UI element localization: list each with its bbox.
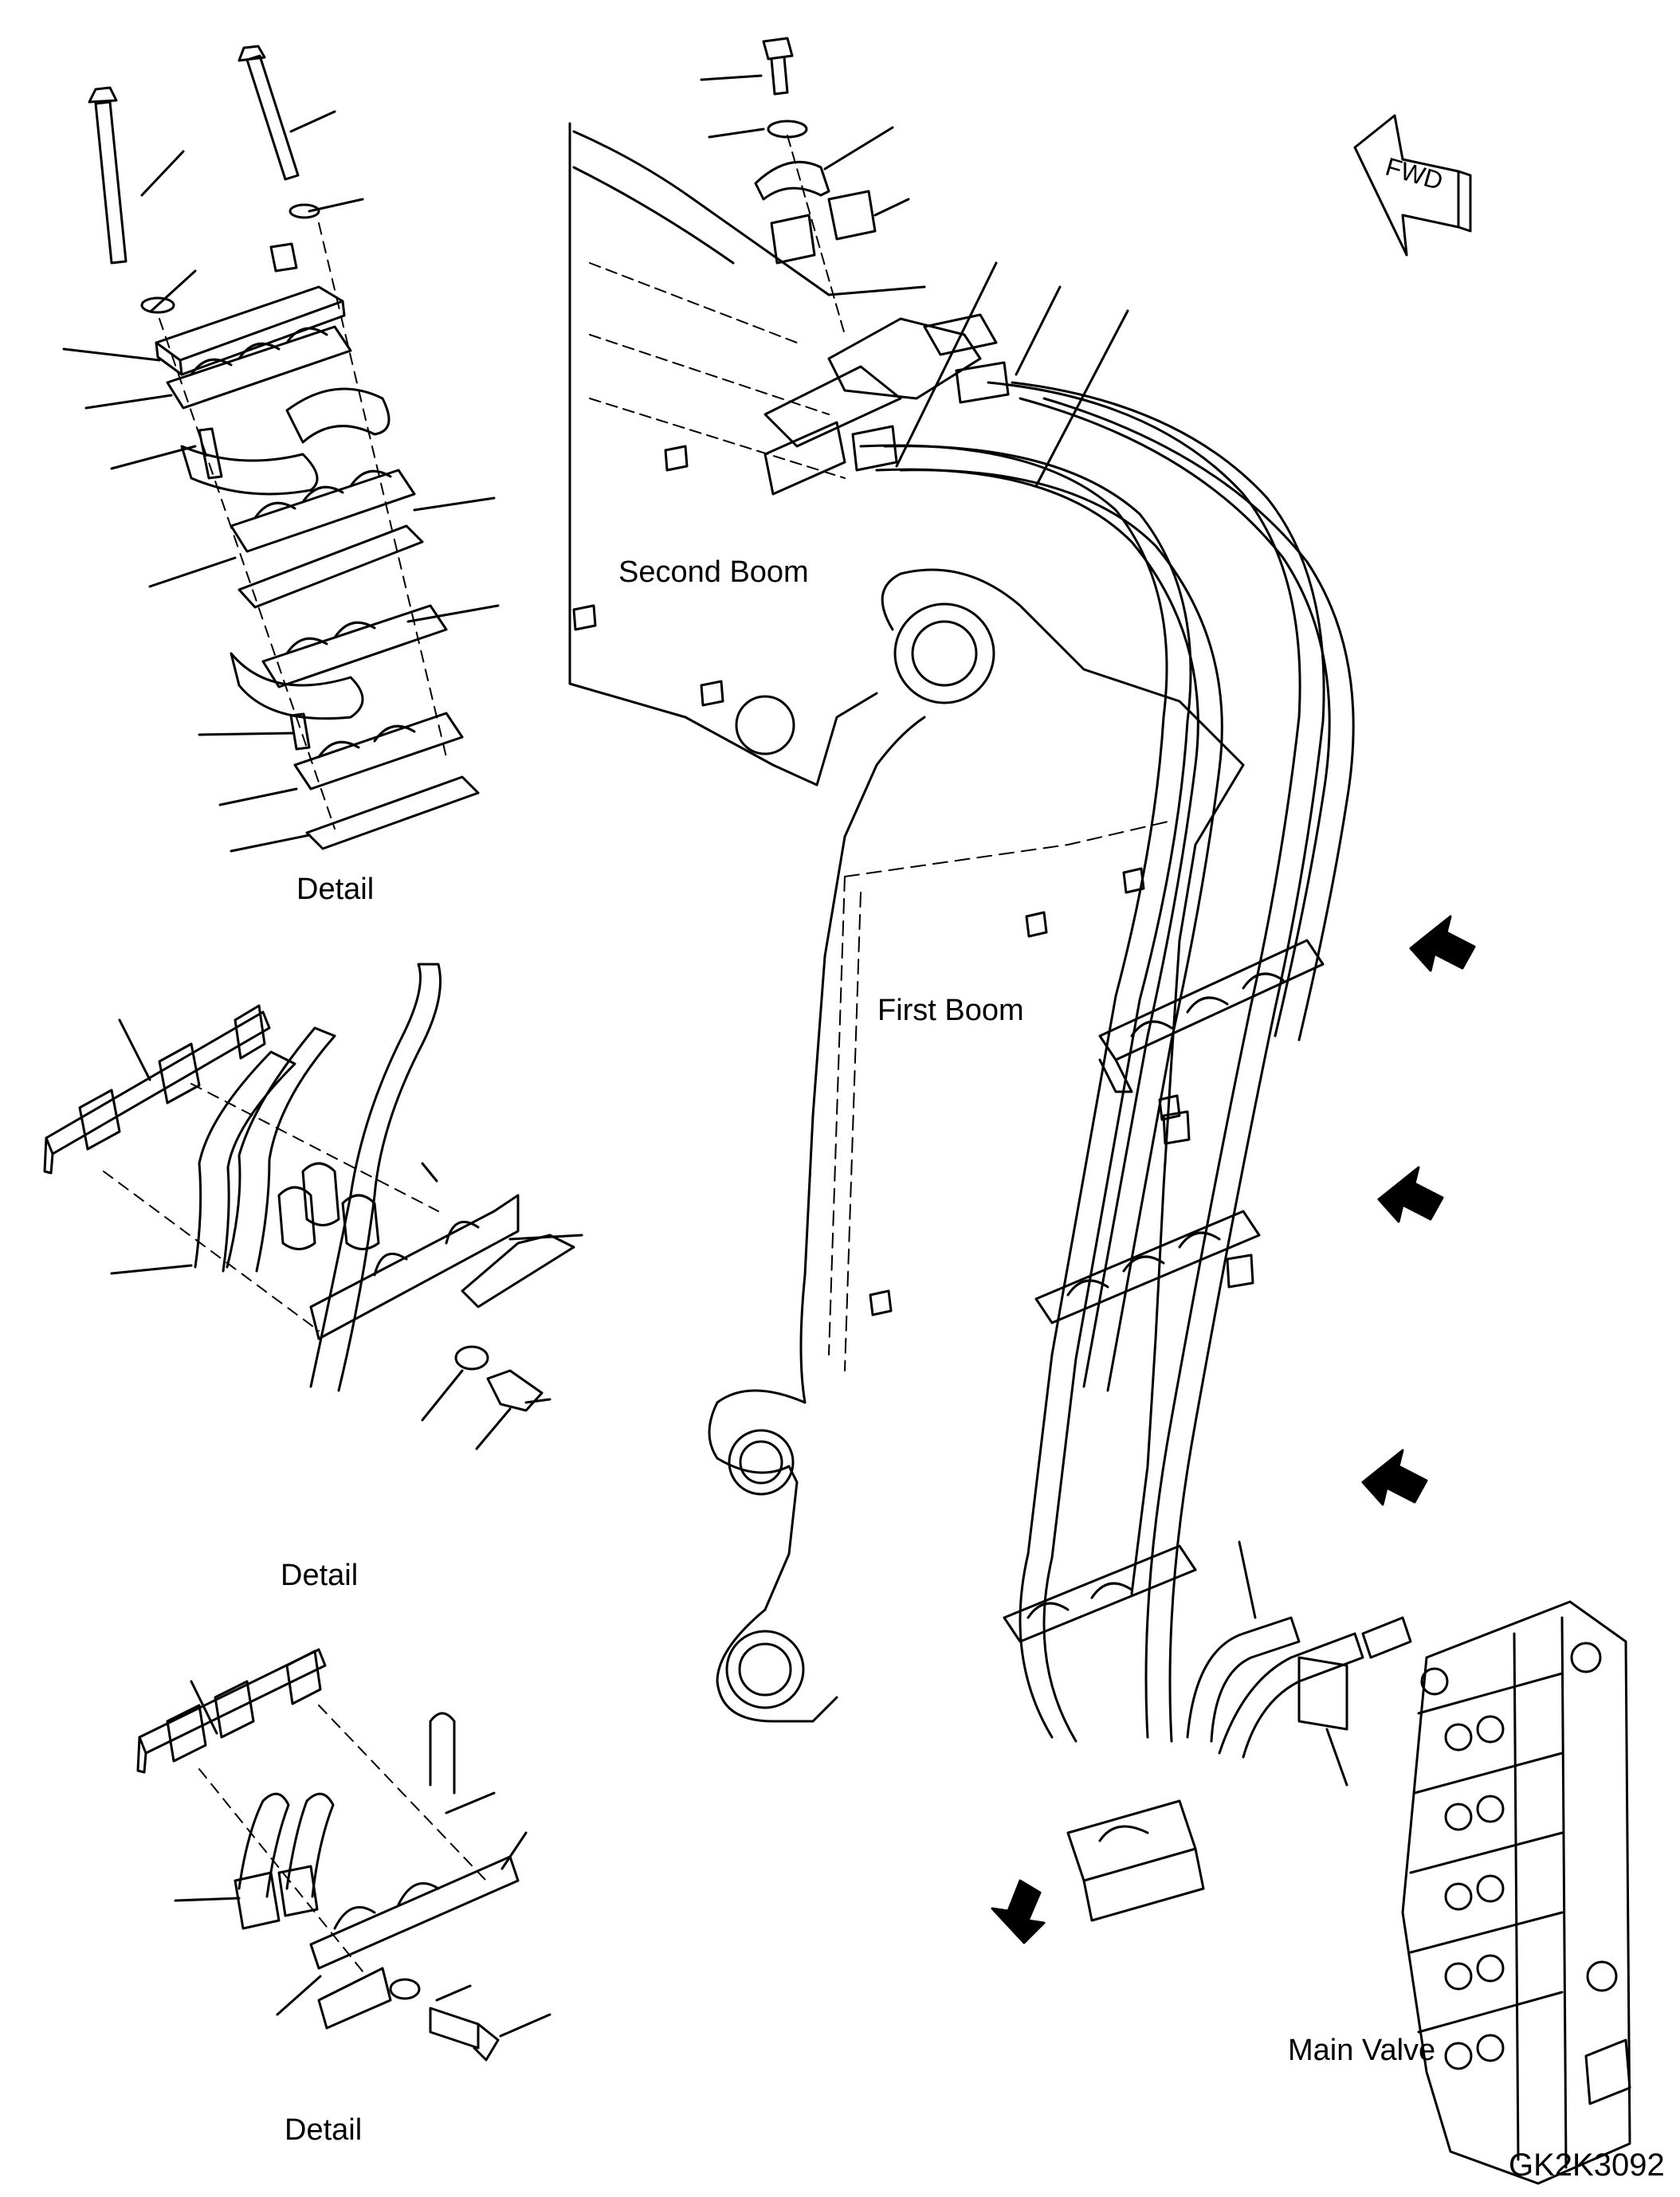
main-valve: [1186, 1540, 1631, 2185]
main-valve-label: Main Valve: [1288, 2034, 1436, 2067]
fwd-arrow-icon: [1353, 114, 1472, 257]
boom-assembly: [568, 122, 1245, 1723]
top-clamp-parts: [700, 37, 982, 496]
detail-2-label: Detail: [281, 1559, 359, 1592]
detail-3-clamp-assembly: [136, 1648, 551, 2062]
detail-3-label: Detail: [285, 2113, 363, 2147]
hose-bundle: [851, 261, 1355, 1743]
detail-1-exploded-clamp: [62, 45, 500, 853]
detail-1-label: Detail: [296, 873, 375, 906]
detail-2-clamp-assembly: [43, 963, 583, 1450]
drawing-code: GK2K3092: [1509, 2148, 1665, 2183]
boom-hose-clamps: [1003, 939, 1325, 1922]
first-boom-label: First Boom: [877, 994, 1024, 1027]
second-boom-label: Second Boom: [618, 555, 809, 589]
pointer-arrows: [991, 915, 1476, 1944]
